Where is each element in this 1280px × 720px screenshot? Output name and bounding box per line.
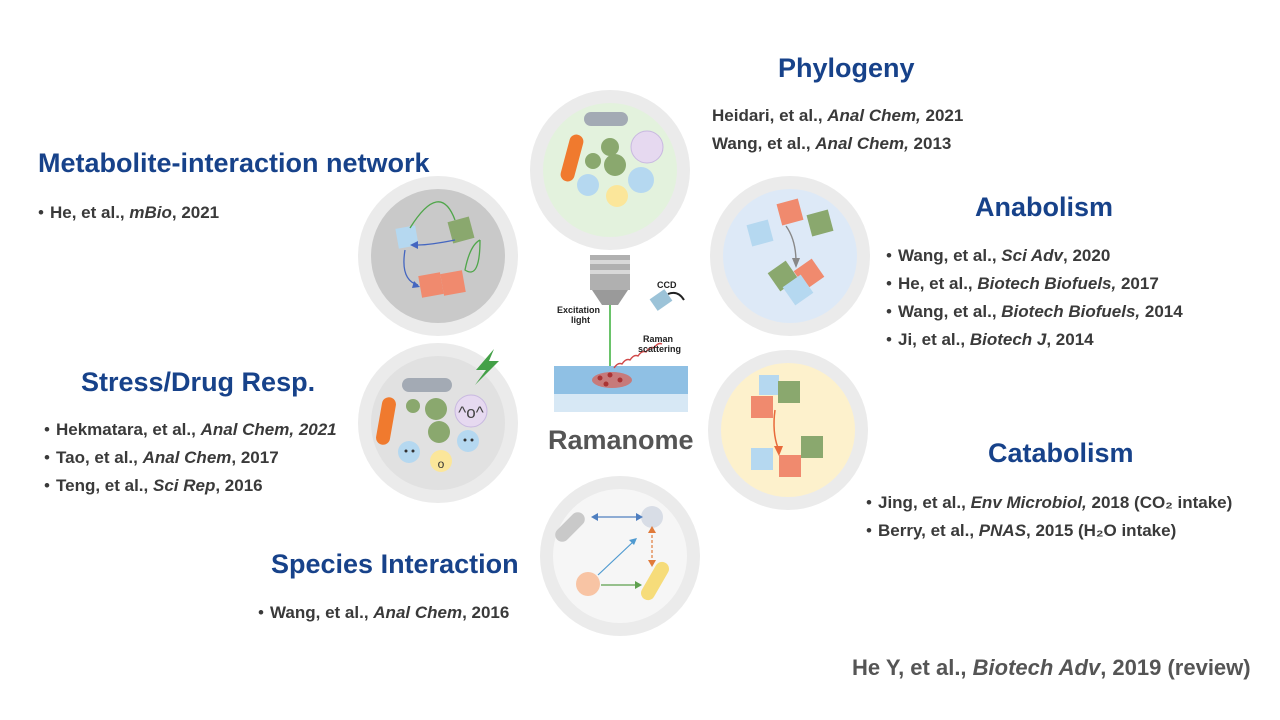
svg-text:^o^: ^o^ [458,403,483,422]
ccd-label: CCD [657,280,677,290]
ref-item: •Wang, et al., Biotech Biofuels, 2014 [886,302,1183,321]
svg-text:o: o [438,457,445,471]
ref-item: •He, et al., Biotech Biofuels, 2017 [886,274,1159,293]
ref-item: •Jing, et al., Env Microbiol, 2018 (CO₂ … [866,493,1233,512]
ref-item: •Hekmatara, et al., Anal Chem, 2021 [44,420,337,439]
species-title: Species Interaction [271,549,519,579]
ref-item: Heidari, et al., Anal Chem, 2021 [712,106,964,125]
anabolism-title: Anabolism [975,192,1114,222]
ref-item: •He, et al., mBio, 2021 [38,203,220,222]
ref-item: •Ji, et al., Biotech J, 2014 [886,330,1094,349]
raman-setup: Excitation light CCD Raman scattering [552,250,690,420]
ref-item: •Berry, et al., PNAS, 2015 (H₂O intake) [866,521,1177,540]
anabolism-refs: •Wang, et al., Sci Adv, 2020 •He, et al.… [886,242,1183,354]
phylogeny-title: Phylogeny [778,53,915,83]
catabolism-title: Catabolism [988,438,1134,468]
stress-dish: ^o^ o [358,343,518,503]
excitation-label: Excitation [557,305,600,315]
metabolite-title: Metabolite-interaction network [38,148,430,178]
raman-label-2: scattering [638,344,681,354]
phylogeny-dish [530,90,690,250]
catabolism-dish [708,350,868,510]
review-citation: He Y, et al., Biotech Adv, 2019 (review) [852,655,1251,680]
catabolism-refs: •Jing, et al., Env Microbiol, 2018 (CO₂ … [866,489,1232,545]
ref-item: •Wang, et al., Sci Adv, 2020 [886,246,1111,265]
ref-item: Wang, et al., Anal Chem, 2013 [712,134,952,153]
ref-item: •Wang, et al., Anal Chem, 2016 [258,603,510,622]
species-refs: •Wang, et al., Anal Chem, 2016 [258,599,509,627]
species-dish [540,476,700,636]
metabolite-refs: •He, et al., mBio, 2021 [38,199,219,227]
ramanome-label: Ramanome [548,425,694,455]
ref-item: •Teng, et al., Sci Rep, 2016 [44,476,263,495]
raman-label: Raman [643,334,673,344]
metabolite-dish [358,176,518,336]
stress-title: Stress/Drug Resp. [81,367,316,397]
phylogeny-refs: Heidari, et al., Anal Chem, 2021 Wang, e… [712,102,963,158]
ref-item: •Tao, et al., Anal Chem, 2017 [44,448,279,467]
anabolism-dish [710,176,870,336]
stress-refs: •Hekmatara, et al., Anal Chem, 2021 •Tao… [44,416,337,500]
excitation-label-2: light [571,315,590,325]
